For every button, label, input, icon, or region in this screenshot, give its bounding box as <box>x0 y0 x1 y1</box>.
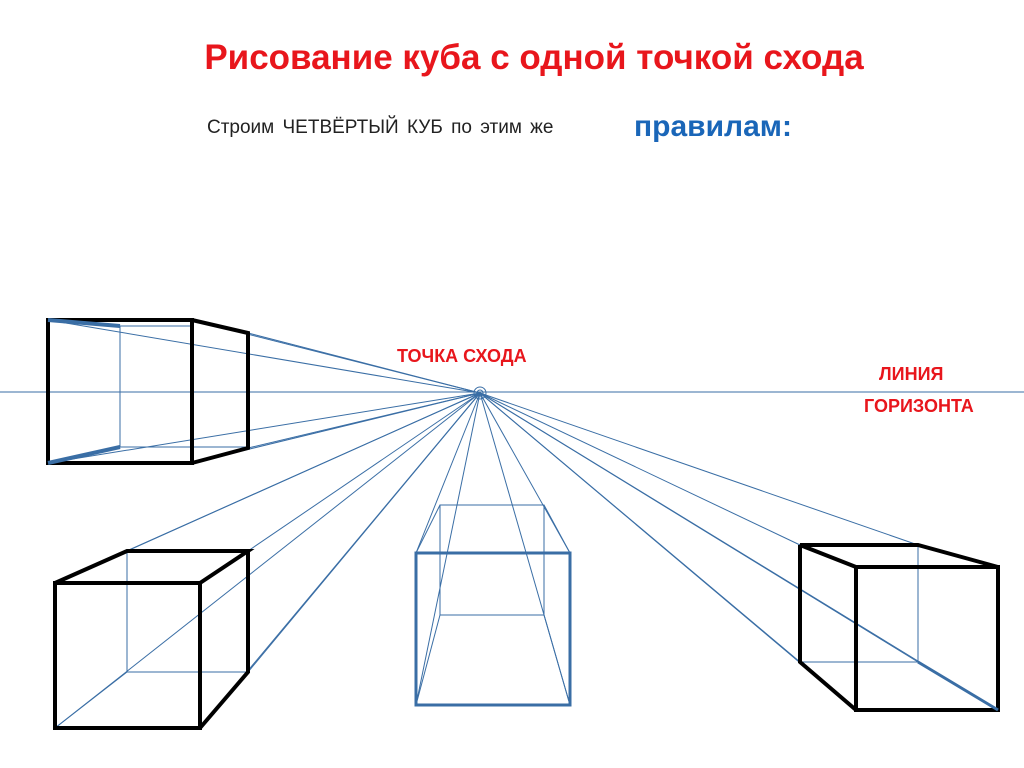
cube-right <box>798 543 1000 712</box>
horizon-label-line2: ГОРИЗОНТА <box>864 396 974 416</box>
vanishing-point-label: ТОЧКА СХОДА <box>397 346 527 366</box>
slide-subtitle-accent: правилам: <box>634 110 792 143</box>
slide-title: Рисование куба с одной точкой схода <box>204 38 864 77</box>
cube-bottom-left <box>53 549 255 730</box>
horizon-label-line1: ЛИНИЯ <box>879 364 944 384</box>
cube-top-left <box>46 318 250 465</box>
cube-middle <box>414 504 572 707</box>
slide-subtitle: Строим ЧЕТВЁРТЫЙ КУБ по этим же <box>207 117 554 138</box>
